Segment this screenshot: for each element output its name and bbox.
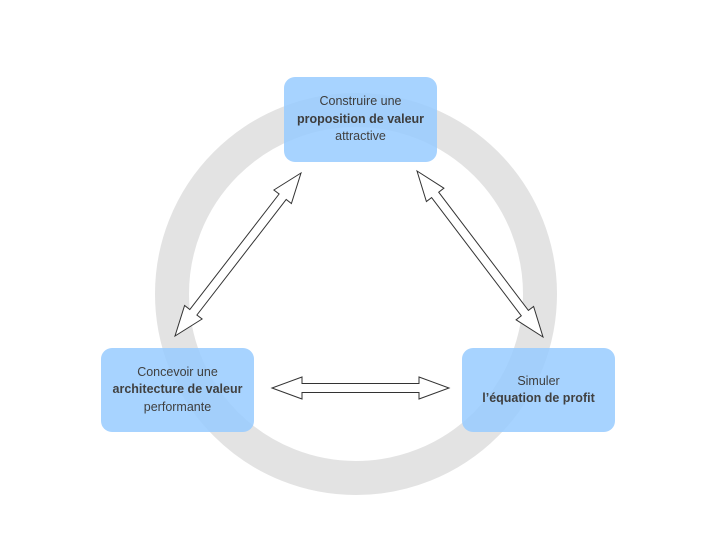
node-value-proposition: Construire une proposition de valeur att… [284, 77, 437, 162]
node-value-architecture-line-2: architecture de valeur [112, 382, 243, 397]
node-value-architecture: Concevoir une architecture de valeur per… [101, 348, 254, 432]
node-value-architecture-line-3: performante [143, 399, 212, 414]
arrow-top-left [174, 171, 302, 338]
node-value-architecture-line-1: Concevoir une [137, 364, 218, 379]
node-profit-equation-line-1: Simuler [517, 373, 560, 388]
arrows-group [174, 169, 544, 400]
node-profit-equation: Simuler l’équation de profit [462, 348, 615, 432]
node-value-proposition-line-2: proposition de valeur [296, 111, 425, 126]
node-profit-equation-line-2: l’équation de profit [482, 391, 595, 405]
node-value-proposition-line-1: Construire une [319, 94, 402, 109]
arrow-left-right [270, 376, 451, 400]
arrow-top-right [416, 169, 544, 339]
node-value-proposition-line-3: attractive [335, 129, 386, 144]
